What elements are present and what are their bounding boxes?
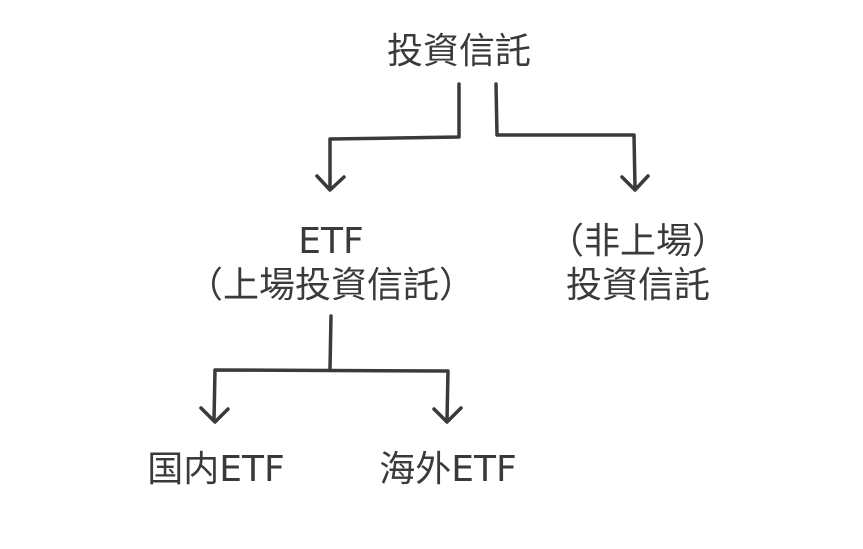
node-etf-title: ETF [298,221,363,262]
edge-etf-trunk [328,314,333,371]
arrowhead-etf-icon [315,174,346,192]
arrowhead-foreign-icon [432,406,463,424]
edge-etf-branch [212,368,450,422]
node-etf-subtitle: （上場投資信託） [187,265,475,306]
node-unlisted-subtitle: 投資信託 [566,265,710,306]
node-unlisted-title: （非上場） [548,221,728,262]
node-domestic-etf: 国内ETF [147,449,284,490]
node-foreign-etf: 海外ETF [379,449,516,490]
arrowhead-domestic-icon [199,406,230,424]
node-root: 投資信託 [387,31,531,72]
edge-root-to-unlisted [494,82,637,190]
arrowhead-unlisted-icon [620,174,650,192]
edge-root-to-etf [328,82,461,190]
